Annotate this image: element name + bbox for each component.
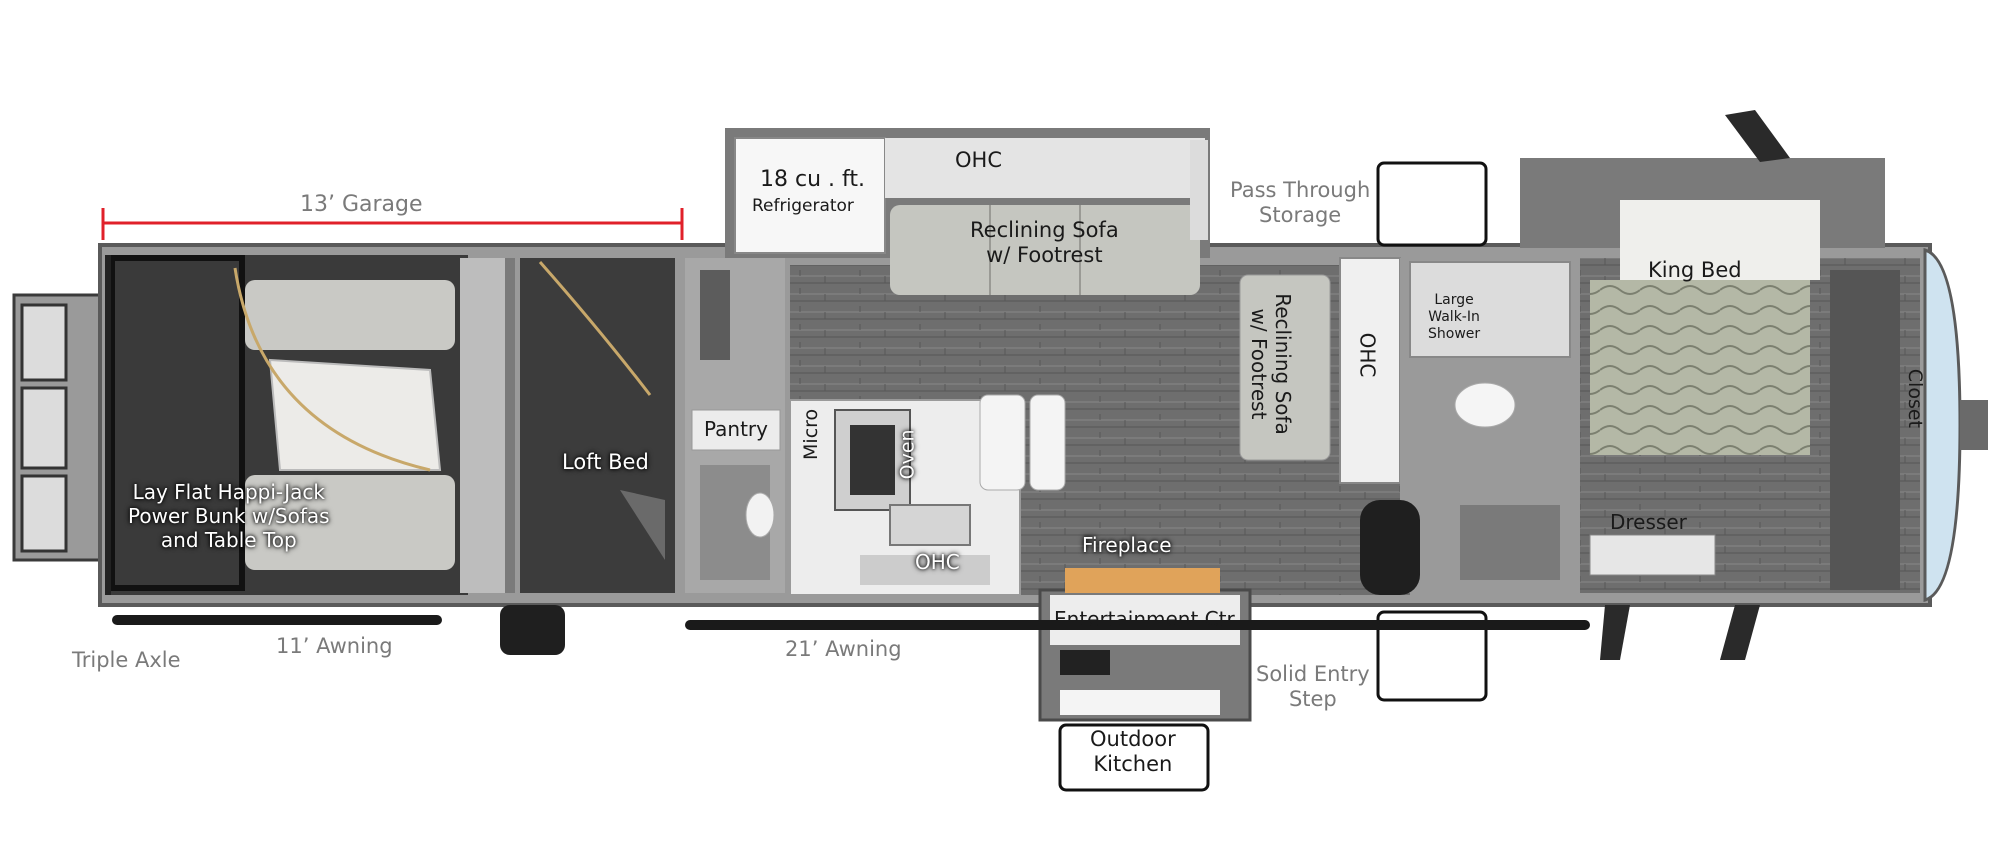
entertainment-slide bbox=[1038, 568, 1252, 722]
garage-dimension-line bbox=[101, 208, 684, 240]
awning-11-label: 11’ Awning bbox=[276, 634, 393, 658]
pass-through-door-top bbox=[1376, 161, 1488, 247]
tires bbox=[500, 500, 1420, 655]
pantry-label: Pantry bbox=[704, 417, 768, 441]
fireplace-label: Fireplace bbox=[1082, 533, 1172, 557]
garage-area bbox=[105, 255, 468, 595]
master-bath bbox=[1400, 258, 1580, 593]
outdoor-kitchen-label: Outdoor Kitchen bbox=[1090, 727, 1176, 777]
garage-dimension-label: 13’ Garage bbox=[300, 192, 423, 217]
side-sofa-label: Reclining Sofa w/ Footrest bbox=[1246, 293, 1295, 435]
king-bed-label: King Bed bbox=[1648, 258, 1742, 282]
bunk-label: Lay Flat Happi-Jack Power Bunk w/Sofas a… bbox=[128, 480, 330, 552]
refrigerator-size-label: 18 cu . ft. bbox=[760, 167, 865, 192]
garage-divider bbox=[460, 258, 515, 593]
kitchen-island bbox=[789, 394, 1066, 596]
refrigerator-slide bbox=[725, 128, 1210, 295]
sofa-slide-label: Reclining Sofa w/ Footrest bbox=[970, 218, 1119, 268]
oven-label: Oven bbox=[896, 429, 919, 480]
ohc-bath-label: OHC bbox=[1355, 332, 1380, 378]
micro-label: Micro bbox=[800, 408, 823, 460]
bedroom bbox=[1520, 158, 1920, 593]
pass-through-storage-label: Pass Through Storage bbox=[1230, 178, 1371, 228]
front-cap bbox=[1923, 248, 1988, 602]
ohc-kitchen-label: OHC bbox=[915, 550, 960, 574]
stabilizer-jacks bbox=[1600, 110, 1790, 660]
awning-21-label: 21’ Awning bbox=[785, 637, 902, 661]
awning-rails bbox=[112, 615, 1590, 630]
shower-label: Large Walk-In Shower bbox=[1428, 292, 1481, 342]
outdoor-kitchen-door bbox=[1058, 723, 1210, 792]
loft-bed-area bbox=[520, 258, 675, 593]
dresser-label: Dresser bbox=[1610, 510, 1687, 534]
entertainment-label: Entertainment Ctr bbox=[1054, 607, 1235, 631]
side-sofa bbox=[1239, 257, 1401, 484]
loft-bed-label: Loft Bed bbox=[562, 450, 649, 474]
refrigerator-label: Refrigerator bbox=[752, 196, 854, 216]
closet-label: Closet bbox=[1904, 368, 1927, 429]
ohc-top-label: OHC bbox=[955, 148, 1002, 172]
triple-axle-label: Triple Axle bbox=[72, 648, 181, 672]
solid-entry-step-label: Solid Entry Step bbox=[1256, 662, 1370, 712]
pass-through-door-bottom bbox=[1376, 610, 1488, 702]
half-bath bbox=[685, 258, 785, 593]
rear-ramp-door bbox=[12, 293, 106, 562]
